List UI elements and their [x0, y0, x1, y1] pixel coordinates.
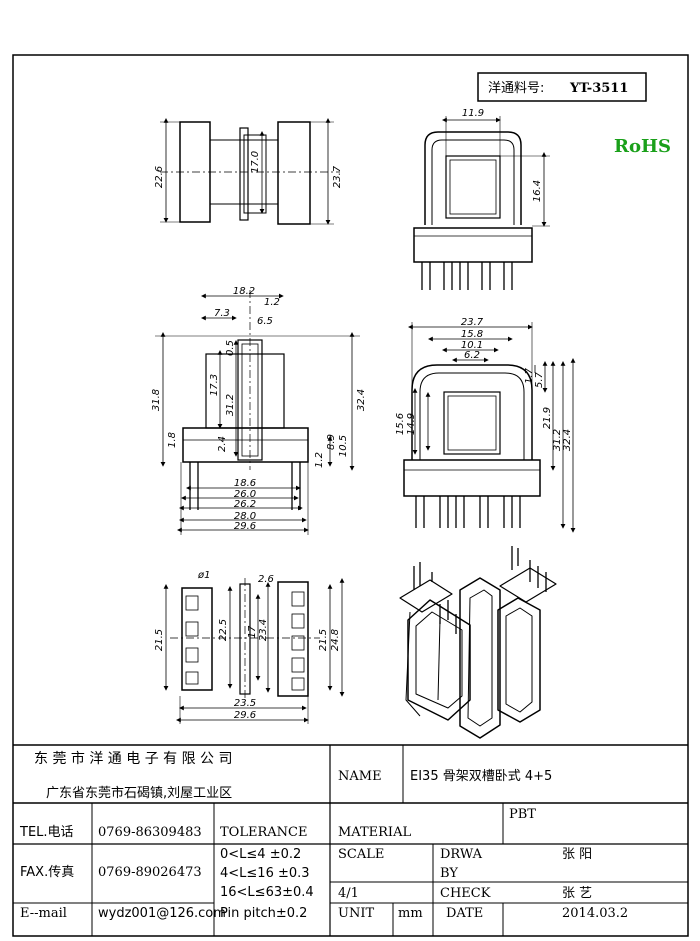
tel-label: TEL.电话: [19, 825, 74, 840]
name-label: NAME: [338, 769, 382, 784]
middle-left-view: [155, 290, 360, 535]
dim-mid-right-h: 14.9: [406, 413, 417, 435]
dim-mid-left-f: 17.3: [209, 374, 220, 396]
unit-value: mm: [398, 906, 423, 921]
dim-bottom-left-d: 2.6: [258, 574, 274, 585]
dim-bottom-left-f: 23.4: [258, 619, 269, 641]
dim-top-right-1: 11.9: [462, 108, 484, 119]
dim-mid-left-k: 2.4: [217, 436, 228, 452]
bottom-left-view: [163, 578, 345, 724]
middle-right-view: [403, 322, 576, 533]
tel-value: 0769-86309483: [98, 825, 202, 840]
part-number-box: 洋通料号: YT-3511: [477, 72, 647, 102]
date-value: 2014.03.2: [562, 906, 628, 921]
dim-bottom-left-j: 29.6: [234, 710, 256, 721]
fax-label: FAX.传真: [20, 865, 74, 880]
dim-mid-right-i: 21.9: [542, 407, 553, 429]
drawn-by-value: 张 阳: [562, 847, 592, 862]
dim-mid-left-j: 1.8: [167, 432, 178, 448]
dim-bottom-left-a: ø1: [197, 570, 210, 581]
part-number-label: 洋通料号:: [488, 81, 544, 96]
dim-mid-left-m: 8.9: [326, 434, 337, 450]
dim-bottom-left-e: 17: [247, 625, 258, 638]
dim-bottom-left-c: 22.5: [218, 619, 229, 641]
dim-bottom-left-g: 21.5: [318, 629, 329, 651]
tolerance-row-1: 0<L≤4 ±0.2: [220, 847, 301, 862]
dim-mid-left-c: 7.3: [214, 308, 230, 319]
dim-mid-left-n: 10.5: [338, 435, 349, 457]
dim-mid-right-c: 10.1: [461, 340, 483, 351]
dim-mid-left-o: 18.6: [234, 478, 256, 489]
dim-mid-right-k: 32.4: [562, 429, 573, 451]
dim-mid-left-g: 31.2: [225, 394, 236, 416]
drawn-by-label-1: DRWA: [440, 847, 483, 862]
tolerance-row-3: 16<L≤63±0.4: [220, 885, 314, 900]
email-label: E--mail: [20, 906, 67, 921]
check-value: 张 艺: [562, 886, 592, 901]
dim-mid-right-g: 15.6: [395, 413, 406, 435]
tolerance-row-4: Pin pitch±0.2: [220, 906, 307, 921]
dim-mid-left-e: 0.5: [225, 340, 236, 356]
dim-mid-left-q: 26.2: [234, 499, 256, 510]
dim-top-left-1: 22.6: [154, 166, 165, 188]
dim-mid-right-d: 6.2: [464, 350, 480, 361]
dim-mid-left-r: 28.0: [234, 511, 256, 522]
dim-mid-left-b: 1.2: [264, 297, 280, 308]
material-label: MATERIAL: [338, 825, 411, 840]
dim-mid-left-i: 32.4: [356, 389, 367, 411]
tolerance-row-2: 4<L≤16 ±0.3: [220, 866, 310, 881]
company-name: 东 莞 市 洋 通 电 子 有 限 公 司: [34, 750, 233, 767]
dim-mid-right-a: 23.7: [461, 317, 484, 328]
dim-top-left-3: 23.7: [332, 165, 343, 188]
unit-label: UNIT: [338, 906, 374, 921]
dim-bottom-left-b: 21.5: [154, 629, 165, 651]
dim-mid-left-d: 6.5: [257, 316, 273, 327]
rohs-mark: RoHS: [614, 136, 671, 157]
dim-bottom-left-h: 24.8: [330, 629, 341, 651]
dim-mid-left-l: 1.2: [314, 452, 325, 468]
dim-mid-left-a: 18.2: [233, 286, 255, 297]
date-label: DATE: [446, 906, 483, 921]
name-value: EI35 骨架双槽卧式 4+5: [410, 769, 552, 784]
drawn-by-label-2: BY: [440, 866, 458, 881]
check-label: CHECK: [440, 886, 491, 901]
tolerance-label: TOLERANCE: [220, 825, 307, 840]
top-left-view: [160, 118, 340, 225]
material-value: PBT: [509, 807, 536, 822]
dim-mid-left-p: 26.0: [234, 489, 256, 500]
isometric-view: [399, 546, 557, 739]
scale-value: 4/1: [338, 886, 359, 901]
dim-mid-left-h: 31.8: [151, 389, 162, 411]
dim-mid-right-j: 31.2: [552, 429, 563, 451]
title-block: [13, 744, 688, 936]
scale-label: SCALE: [338, 847, 384, 862]
company-address: 广东省东莞市石碣镇,刘屋工业区: [46, 785, 232, 801]
dim-mid-right-e: 1.7: [524, 367, 535, 384]
dim-mid-left-s: 29.6: [234, 521, 256, 532]
email-value: wydz001@126.com: [98, 906, 226, 921]
fax-value: 0769-89026473: [98, 865, 202, 880]
dim-mid-right-f: 5.7: [534, 371, 545, 388]
top-right-view: [413, 116, 550, 290]
dim-mid-right-b: 15.8: [461, 329, 483, 340]
dim-bottom-left-i: 23.5: [234, 698, 256, 709]
part-number-value: YT-3511: [569, 81, 628, 96]
dim-top-right-2: 16.4: [532, 180, 543, 202]
dim-top-left-2: 17.0: [250, 151, 261, 173]
sheet-border: [12, 54, 689, 937]
